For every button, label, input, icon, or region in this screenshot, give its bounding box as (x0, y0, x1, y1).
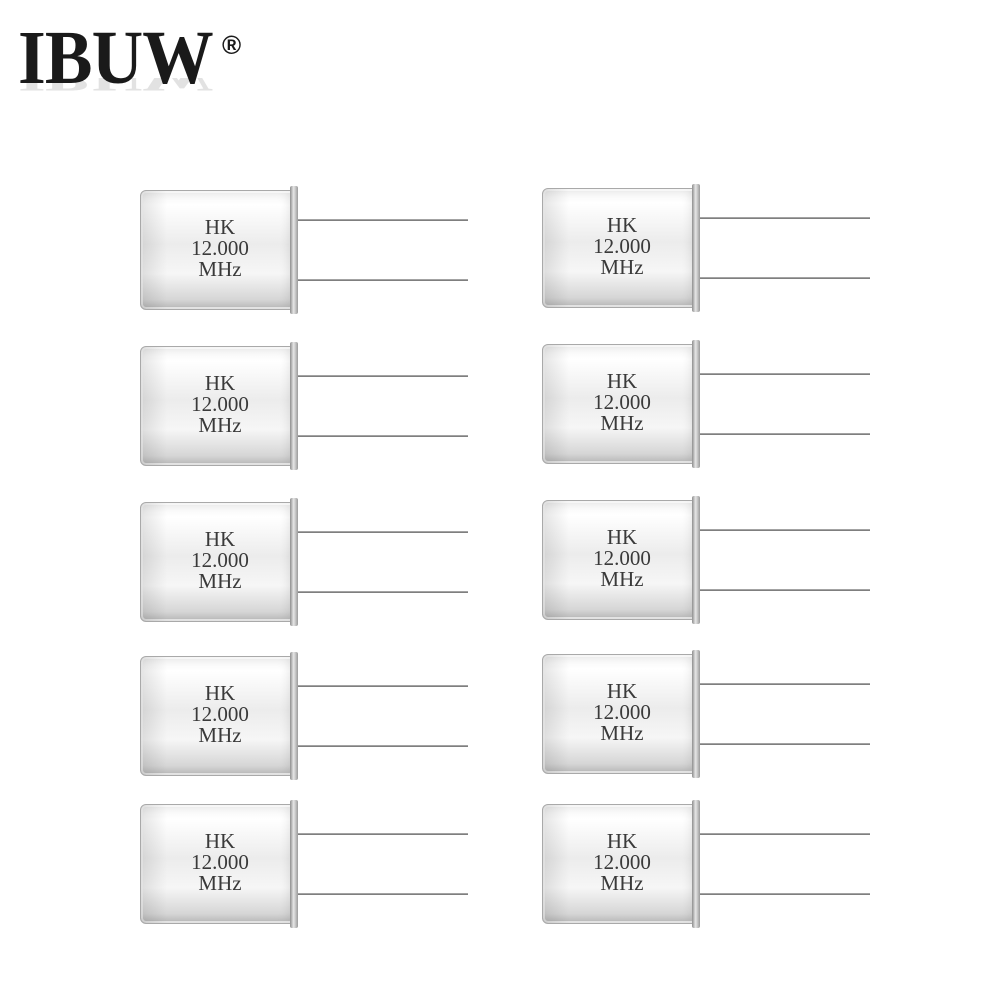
crystal-base (692, 496, 700, 624)
crystal-lead (298, 531, 468, 533)
crystal-lead (298, 893, 468, 895)
crystal-unit: MHz (600, 255, 644, 279)
crystal-unit: MHz (600, 871, 644, 895)
crystal-base (692, 800, 700, 928)
crystal-brand: HK (204, 371, 236, 395)
crystal-unit: MHz (600, 567, 644, 591)
crystal-oscillator: HK 12.000 MHz (140, 342, 480, 470)
crystal-can: HK 12.000 MHz (140, 804, 296, 924)
crystal-lead (700, 833, 870, 835)
crystal-unit: MHz (198, 723, 242, 747)
crystal-oscillator: HK 12.000 MHz (140, 498, 480, 626)
crystal-unit: MHz (198, 257, 242, 281)
crystal-lead (298, 279, 468, 281)
crystal-brand: HK (606, 679, 638, 703)
brand-logo: IBUW IBUW ® (18, 18, 258, 128)
crystal-lead (700, 433, 870, 435)
crystal-lead (700, 743, 870, 745)
crystal-can: HK 12.000 MHz (542, 804, 698, 924)
crystal-frequency: 12.000 (191, 850, 249, 874)
crystal-oscillator: HK 12.000 MHz (542, 800, 882, 928)
crystal-base (692, 184, 700, 312)
crystal-can: HK 12.000 MHz (140, 346, 296, 466)
brand-name: IBUW (18, 16, 214, 100)
crystal-unit: MHz (198, 569, 242, 593)
crystal-can: HK 12.000 MHz (542, 500, 698, 620)
crystal-label: HK 12.000 MHz (175, 217, 265, 280)
crystal-brand: HK (606, 829, 638, 853)
crystal-unit: MHz (198, 871, 242, 895)
crystal-brand: HK (204, 829, 236, 853)
crystal-unit: MHz (600, 721, 644, 745)
crystal-base (290, 652, 298, 780)
crystal-base (290, 186, 298, 314)
crystal-lead (700, 683, 870, 685)
crystal-base (290, 800, 298, 928)
crystal-label: HK 12.000 MHz (577, 681, 667, 744)
crystal-frequency: 12.000 (593, 546, 651, 570)
registered-mark: ® (222, 30, 242, 60)
crystal-base (290, 342, 298, 470)
crystal-oscillator: HK 12.000 MHz (140, 652, 480, 780)
crystal-can: HK 12.000 MHz (542, 344, 698, 464)
crystal-lead (700, 277, 870, 279)
crystal-oscillator: HK 12.000 MHz (542, 496, 882, 624)
crystal-oscillator: HK 12.000 MHz (542, 184, 882, 312)
crystal-frequency: 12.000 (191, 702, 249, 726)
crystal-frequency: 12.000 (593, 234, 651, 258)
crystal-lead (298, 685, 468, 687)
crystal-can: HK 12.000 MHz (140, 656, 296, 776)
crystal-can: HK 12.000 MHz (542, 654, 698, 774)
crystal-base (692, 650, 700, 778)
crystal-oscillator: HK 12.000 MHz (542, 340, 882, 468)
crystal-label: HK 12.000 MHz (175, 683, 265, 746)
crystal-label: HK 12.000 MHz (577, 371, 667, 434)
crystal-can: HK 12.000 MHz (140, 502, 296, 622)
crystal-lead (298, 591, 468, 593)
crystal-lead (700, 589, 870, 591)
crystal-label: HK 12.000 MHz (175, 373, 265, 436)
crystal-lead (298, 375, 468, 377)
crystal-lead (700, 217, 870, 219)
crystal-oscillator: HK 12.000 MHz (140, 800, 480, 928)
crystal-base (290, 498, 298, 626)
crystal-lead (298, 219, 468, 221)
crystal-frequency: 12.000 (191, 548, 249, 572)
crystal-can: HK 12.000 MHz (542, 188, 698, 308)
crystal-base (692, 340, 700, 468)
crystal-unit: MHz (198, 413, 242, 437)
crystal-label: HK 12.000 MHz (175, 529, 265, 592)
crystal-brand: HK (606, 525, 638, 549)
crystal-lead (700, 373, 870, 375)
crystal-brand: HK (204, 681, 236, 705)
crystal-brand: HK (606, 369, 638, 393)
crystal-lead (700, 529, 870, 531)
crystal-label: HK 12.000 MHz (175, 831, 265, 894)
crystal-label: HK 12.000 MHz (577, 831, 667, 894)
crystal-lead (298, 745, 468, 747)
crystal-lead (298, 435, 468, 437)
crystal-lead (298, 833, 468, 835)
crystal-oscillator: HK 12.000 MHz (140, 186, 480, 314)
crystal-lead (700, 893, 870, 895)
crystal-label: HK 12.000 MHz (577, 527, 667, 590)
crystal-frequency: 12.000 (191, 392, 249, 416)
crystal-brand: HK (606, 213, 638, 237)
crystal-can: HK 12.000 MHz (140, 190, 296, 310)
crystal-label: HK 12.000 MHz (577, 215, 667, 278)
crystal-brand: HK (204, 215, 236, 239)
crystal-frequency: 12.000 (593, 850, 651, 874)
crystal-frequency: 12.000 (191, 236, 249, 260)
crystal-frequency: 12.000 (593, 390, 651, 414)
crystal-unit: MHz (600, 411, 644, 435)
crystal-oscillator: HK 12.000 MHz (542, 650, 882, 778)
crystal-frequency: 12.000 (593, 700, 651, 724)
crystal-brand: HK (204, 527, 236, 551)
